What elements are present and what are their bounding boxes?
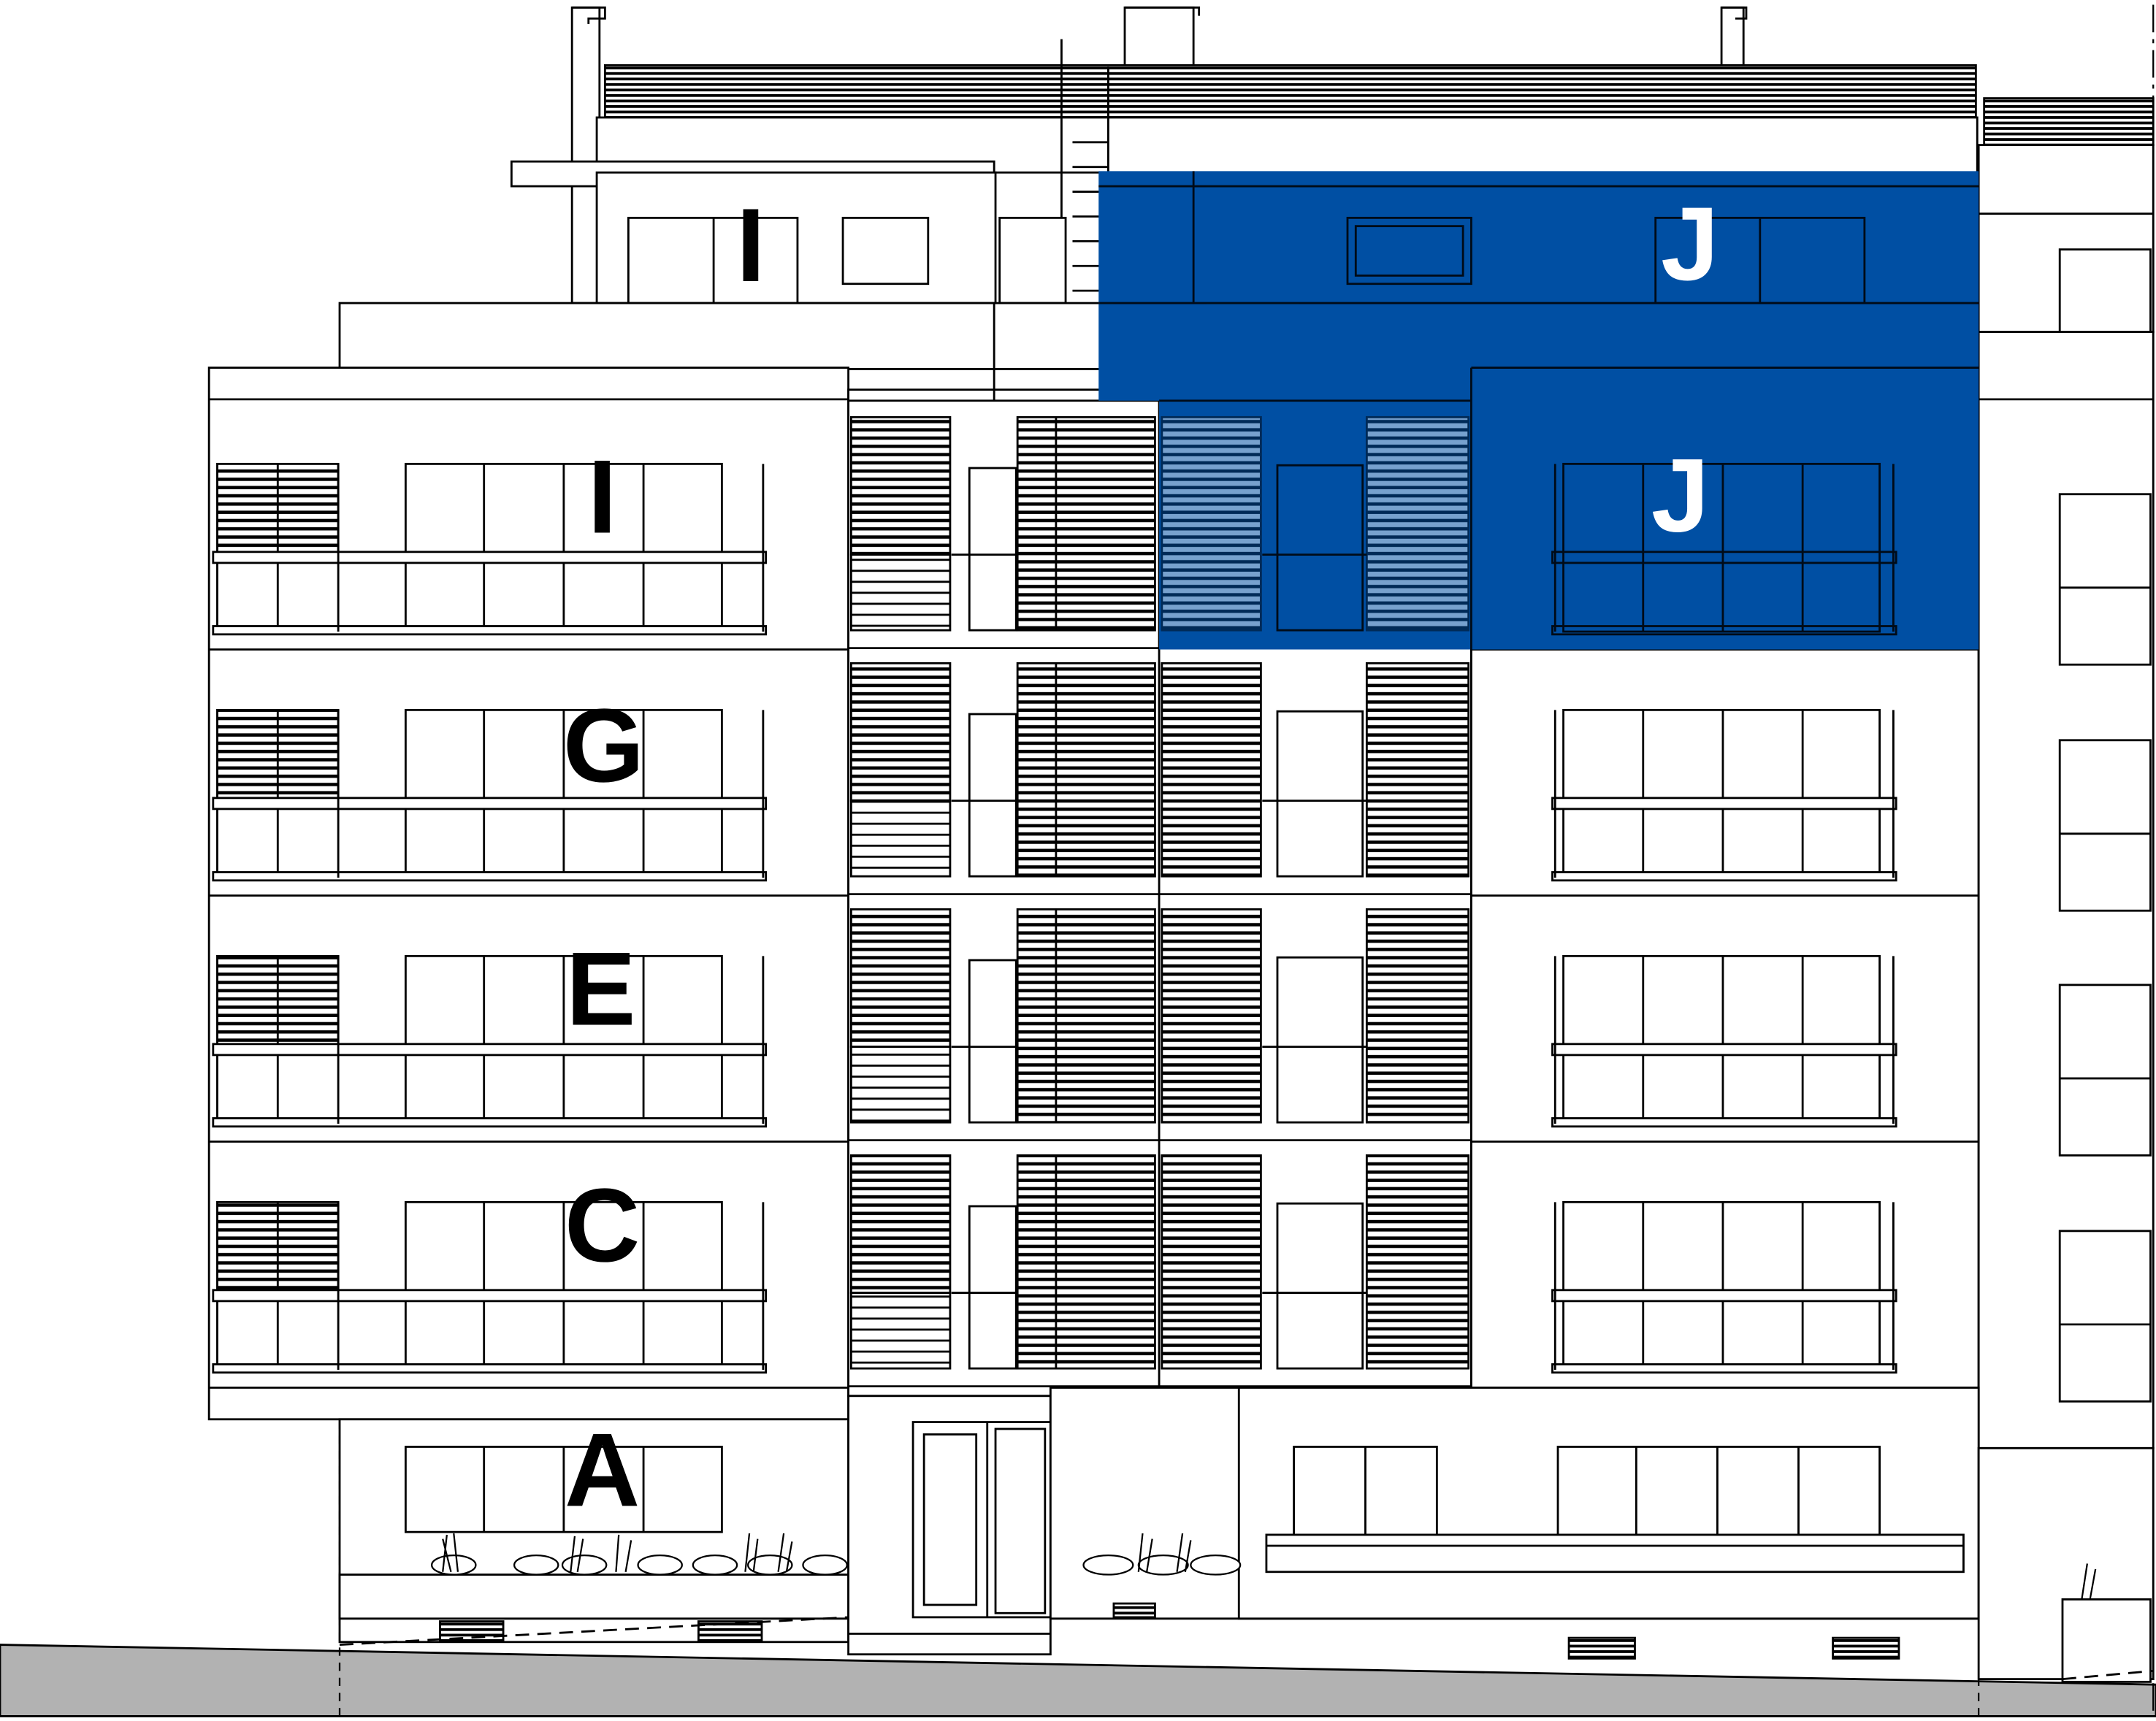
- left-unit-windows: [212, 462, 768, 1374]
- unit-label-e: E: [566, 930, 635, 1047]
- unit-label-i-floor4: I: [588, 438, 617, 555]
- unit-j-highlight-area: [1098, 171, 1979, 650]
- roof-structures: [510, 6, 2155, 334]
- ground-floor: [338, 1387, 2155, 1683]
- unit-labels: I J I J G E C A: [563, 185, 1719, 1528]
- unit-label-j-floor4: J: [1651, 437, 1710, 554]
- right-unit-windows: [1551, 493, 2152, 1565]
- unit-label-a: A: [565, 1411, 640, 1528]
- unit-j-highlight: [1098, 171, 1979, 650]
- planter-shrubs: [431, 1533, 2097, 1600]
- unit-label-g: G: [563, 687, 644, 804]
- central-core-shutters: [848, 415, 1472, 1388]
- unit-label-i-top: I: [736, 187, 765, 304]
- unit-label-j-top: J: [1661, 185, 1719, 302]
- unit-label-c: C: [565, 1167, 640, 1284]
- ground-terrain: [0, 1644, 2156, 1717]
